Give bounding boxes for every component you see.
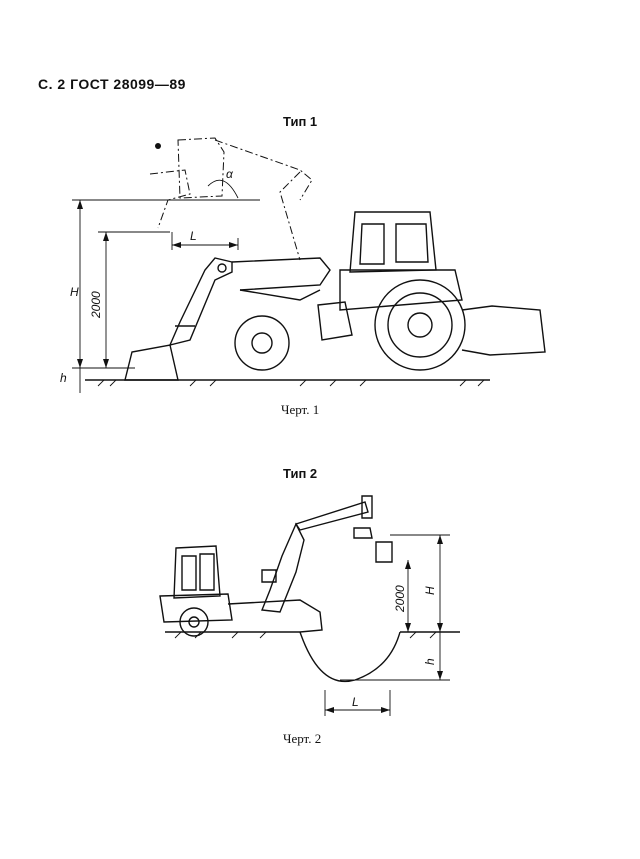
tractor-body-2 [159,545,323,637]
dim-alpha-label: α [226,167,234,181]
dim-2000-label-2: 2000 [393,585,407,613]
figure2-caption: Черт. 2 [283,731,322,746]
dim-H-label: H [70,285,79,299]
backhoe-arm [261,495,393,613]
page-header: С. 2 ГОСТ 28099—89 [38,76,186,92]
front-wheel [234,315,290,371]
dim-L-label: L [190,229,197,243]
dim-h-label: h [60,371,67,385]
dim-h-label-2: h [423,658,437,665]
dimension-lines-2 [324,534,450,716]
figure1-caption: Черт. 1 [281,402,320,417]
dimension-lines [72,199,260,393]
dim-H-label-2: H [423,586,437,595]
rear-wheel [374,279,466,371]
dim-L-label-2: L [352,695,359,709]
figure1-type-title: Тип 1 [283,114,318,129]
raised-bucket-outline [149,137,313,261]
tractor-body [317,211,546,356]
dim-2000-label: 2000 [89,291,103,319]
ground-line-2 [165,631,460,683]
loader-arm [124,257,331,381]
figure2-type-title: Тип 2 [283,466,318,481]
